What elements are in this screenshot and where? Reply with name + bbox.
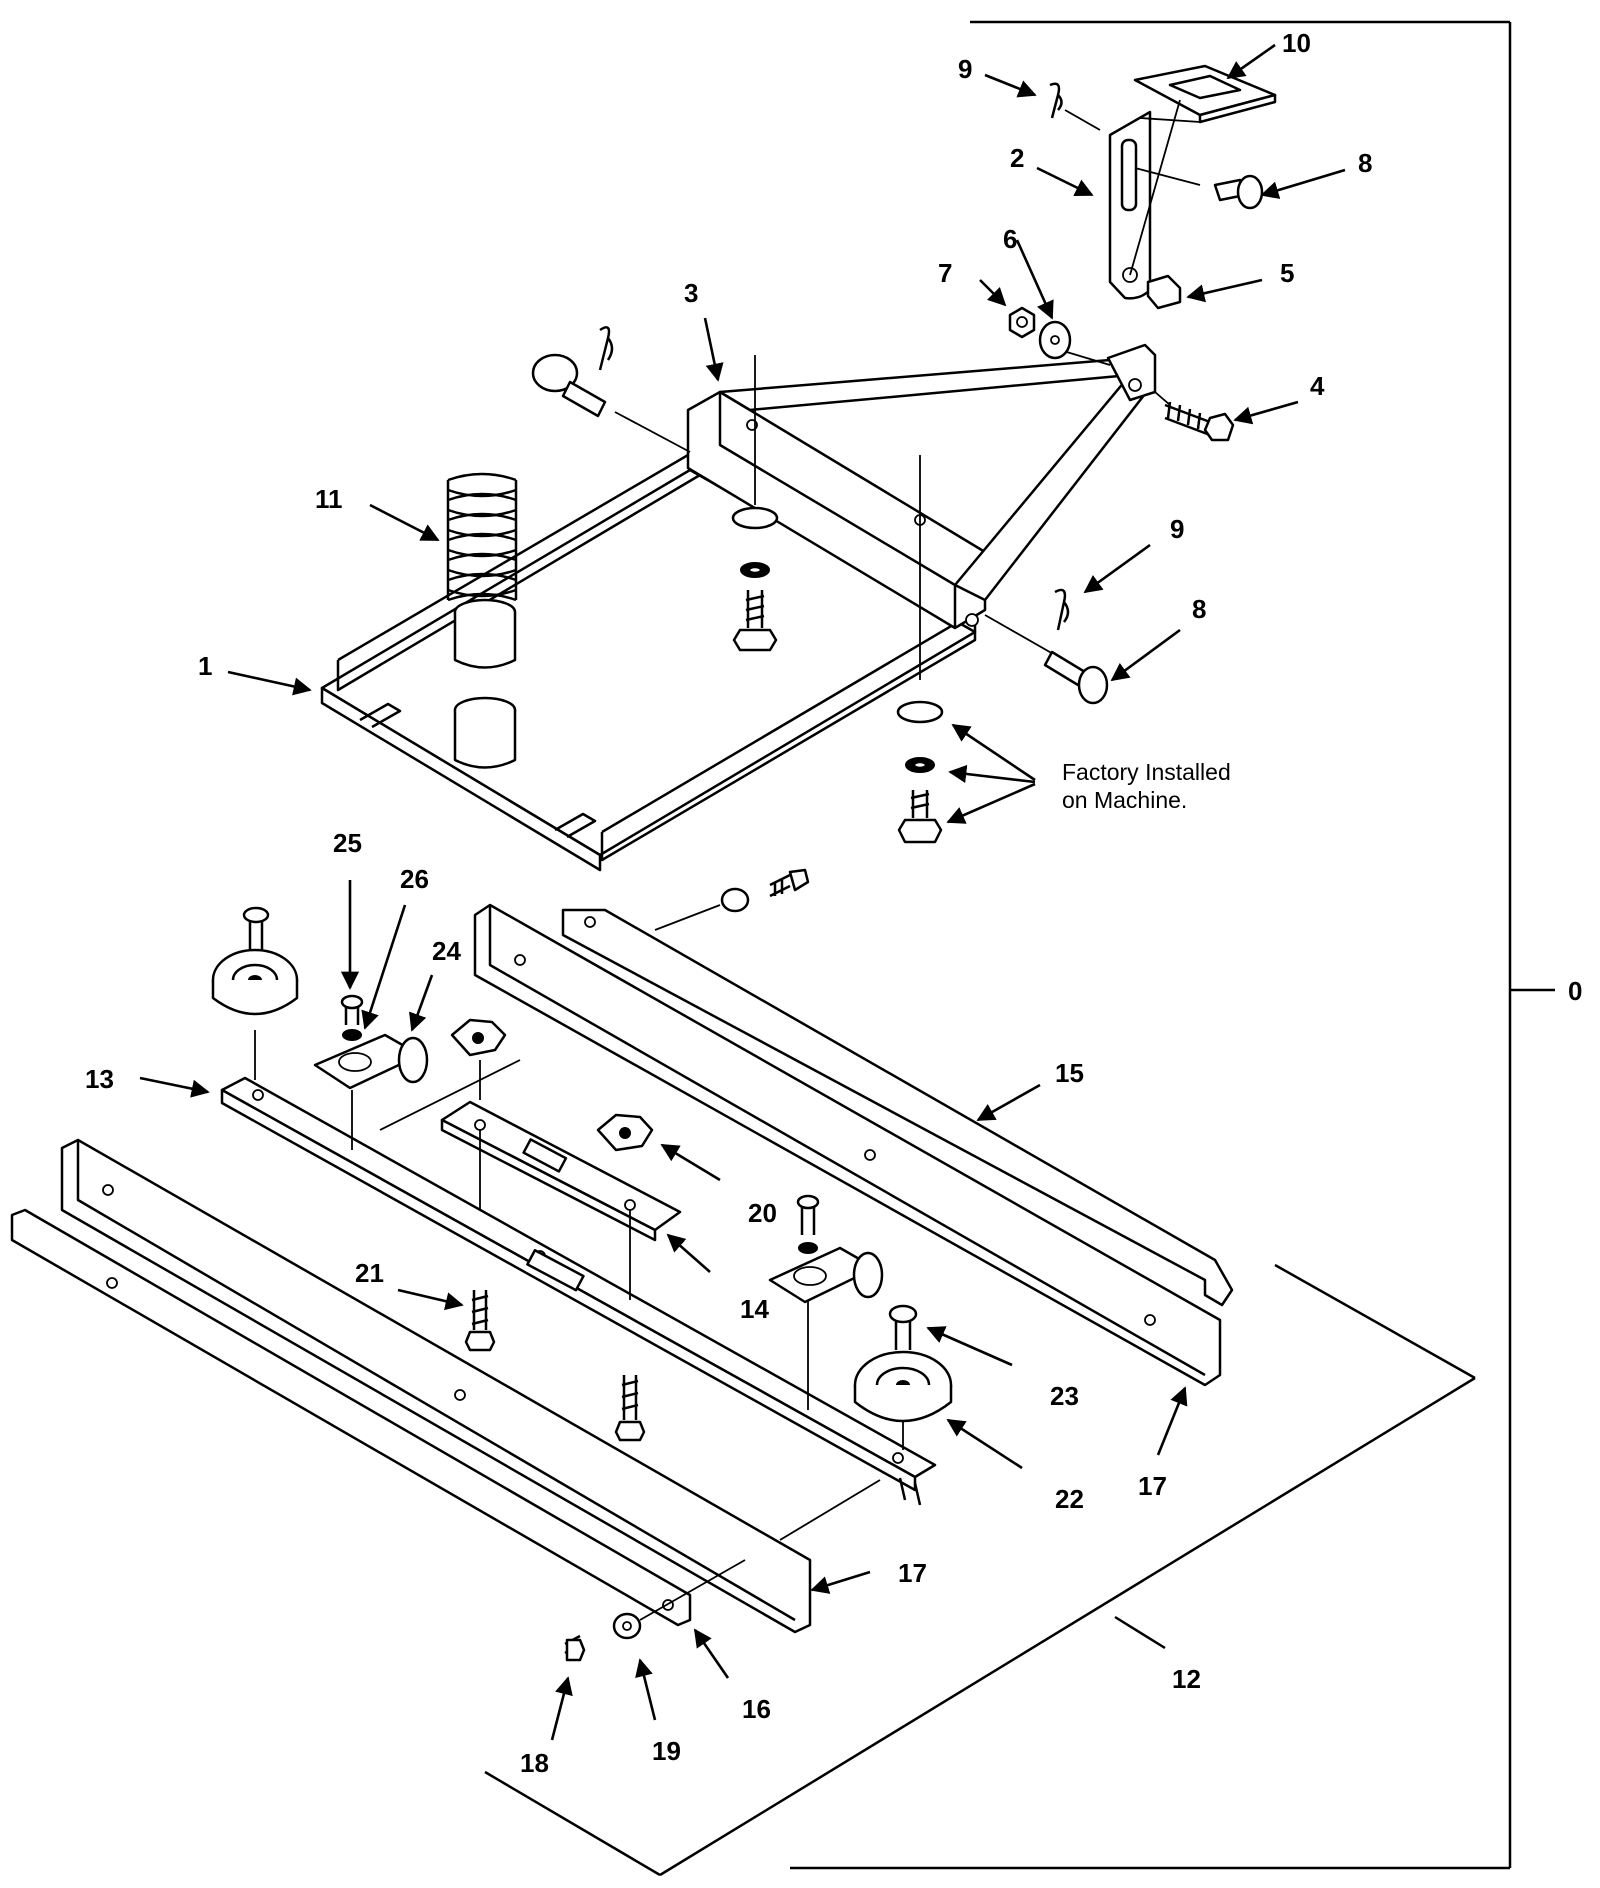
- front-side-bar: [60, 1138, 812, 1634]
- right-caster-bracket: [768, 1194, 884, 1410]
- center-plate: [440, 1100, 682, 1300]
- callout-0: 0: [1568, 976, 1582, 1006]
- bottom-fasteners: [564, 1612, 642, 1662]
- right-wheel: [853, 1304, 953, 1450]
- left-knob: [379, 1018, 521, 1131]
- callout-11: 11: [315, 484, 343, 514]
- hitch-frame: [686, 343, 1157, 630]
- center-slot: [526, 1249, 585, 1292]
- callout-9-upper: 9: [958, 54, 972, 84]
- callout-7: 7: [938, 258, 952, 288]
- callout-24: 24: [432, 936, 461, 966]
- leader-arrows: [139, 43, 1346, 1741]
- callout-14: 14: [740, 1294, 769, 1324]
- callout-16: 16: [742, 1694, 771, 1724]
- callout-10: 10: [1282, 28, 1311, 58]
- callout-17-front: 17: [898, 1558, 927, 1588]
- callout-22: 22: [1055, 1484, 1084, 1514]
- spring: [446, 472, 518, 602]
- front-wear-strip: [10, 1208, 881, 1627]
- callout-12: 12: [1172, 1664, 1201, 1694]
- callout-19: 19: [652, 1736, 681, 1766]
- upper-rail: [561, 868, 1234, 1307]
- callout-18: 18: [520, 1748, 549, 1778]
- callout-1: 1: [198, 651, 212, 681]
- assembly-bracket-12: [484, 1263, 1476, 1877]
- hitch-fasteners: [1008, 306, 1235, 442]
- right-pin-and-clip: [984, 588, 1109, 705]
- callout-15: 15: [1055, 1058, 1084, 1088]
- callout-25: 25: [333, 828, 362, 858]
- note-line-1: Factory Installed: [1062, 759, 1231, 785]
- frame-bolt-stack: [731, 355, 944, 844]
- callout-26: 26: [400, 864, 429, 894]
- callout-3: 3: [684, 278, 698, 308]
- upright-bracket: [1049, 64, 1277, 310]
- callout-6: 6: [1003, 224, 1017, 254]
- left-wheel: [211, 906, 299, 1080]
- callout-9-lower: 9: [1170, 514, 1184, 544]
- assembly-bracket-0: [790, 20, 1555, 1870]
- callout-13: 13: [85, 1064, 114, 1094]
- callout-2: 2: [1010, 143, 1024, 173]
- rear-side-bar: [473, 903, 1222, 1387]
- callout-23: 23: [1050, 1381, 1079, 1411]
- callout-8-lower: 8: [1192, 594, 1206, 624]
- factory-note: Factory Installed on Machine.: [1062, 759, 1231, 813]
- callout-8-upper: 8: [1358, 148, 1372, 178]
- callout-5: 5: [1280, 258, 1294, 288]
- callout-17-right: 17: [1138, 1471, 1167, 1501]
- callout-labels: 0 1 2 3 4 5 6 7 8 8 9 9 10 11 12 13 14 1…: [85, 28, 1582, 1778]
- left-pin-and-clip: [531, 326, 691, 453]
- screw-21-pair: [464, 1290, 646, 1442]
- right-knob: [596, 1113, 654, 1152]
- callout-20: 20: [748, 1198, 777, 1228]
- left-caster-bracket: [313, 994, 429, 1150]
- note-line-2: on Machine.: [1062, 787, 1187, 813]
- callout-21: 21: [355, 1258, 384, 1288]
- callout-4: 4: [1310, 371, 1325, 401]
